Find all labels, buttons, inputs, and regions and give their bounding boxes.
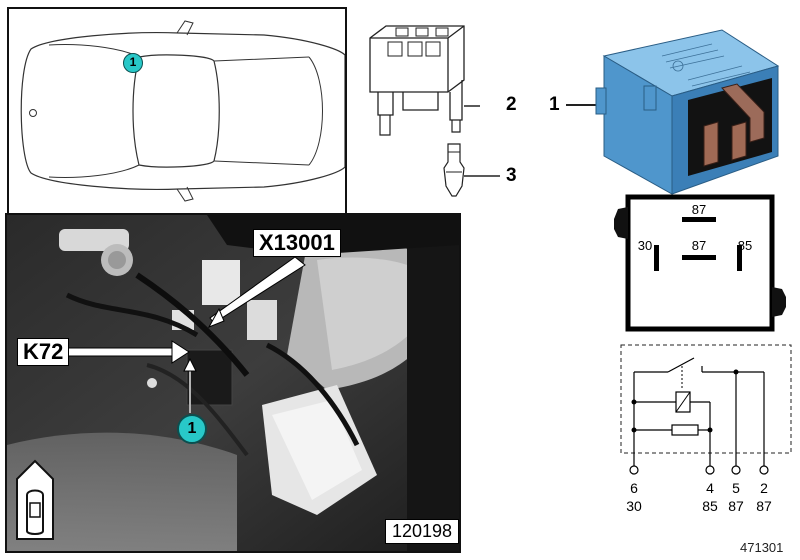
pinout-label-right: 85 [737, 238, 753, 253]
document-id: 471301 [740, 540, 784, 555]
part-number-1: 1 [549, 94, 560, 115]
relay-pinout-face: 87 87 30 85 [612, 193, 790, 339]
schematic-pin-2: 2 [760, 480, 768, 496]
part-1-leader-line [566, 104, 596, 106]
relay-drawing [592, 26, 792, 196]
part-number-3: 3 [506, 165, 517, 186]
callout-k72: K72 [17, 338, 70, 366]
vehicle-badge-icon [15, 459, 55, 541]
schematic-pin-6: 6 [630, 480, 638, 496]
schematic-pin-5: 5 [732, 480, 740, 496]
vehicle-location-view: 1 [7, 7, 347, 215]
photo-illustration [7, 215, 459, 551]
photo-id: 120198 [385, 519, 459, 544]
schematic-terminal-85: 85 [702, 498, 718, 514]
relay-circuit-schematic [616, 342, 794, 482]
schematic-terminal-87a: 87 [728, 498, 744, 514]
installation-photo: X13001 K72 1 120198 [5, 213, 461, 553]
part-number-2: 2 [506, 94, 517, 115]
schematic-pin-4: 4 [706, 480, 714, 496]
relay-socket-drawing [358, 20, 488, 150]
schematic-terminal-30: 30 [626, 498, 642, 514]
pinout-label-left: 30 [637, 238, 653, 253]
pinout-label-top: 87 [691, 202, 707, 217]
car-outline-drawing [20, 20, 346, 202]
pinout-label-center: 87 [691, 238, 707, 253]
location-marker: 1 [123, 53, 143, 73]
terminal-drawing [434, 138, 504, 208]
location-marker-photo: 1 [177, 414, 207, 444]
callout-x13001: X13001 [253, 229, 341, 257]
schematic-terminal-87b: 87 [756, 498, 772, 514]
